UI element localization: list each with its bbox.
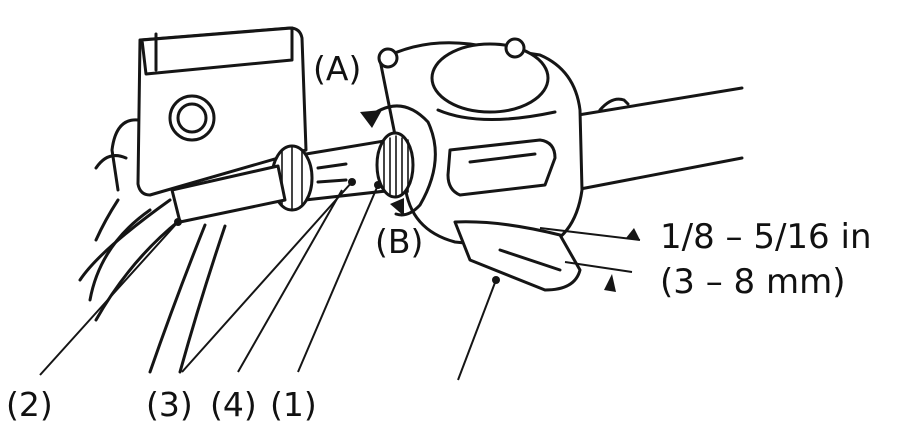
label-3: (3): [146, 388, 193, 421]
freeplay-spec-inches: 1/8 – 5/16 in: [660, 220, 872, 254]
label-1: (1): [270, 388, 317, 421]
freeplay-spec-mm: (3 – 8 mm): [660, 265, 845, 299]
label-2: (2): [6, 388, 53, 421]
handlebar-tube: [560, 88, 742, 190]
adjuster-assembly: [272, 133, 413, 210]
label-4: (4): [210, 388, 257, 421]
label-b: (B): [375, 225, 423, 258]
cables: [80, 156, 285, 372]
label-a: (A): [313, 52, 361, 85]
